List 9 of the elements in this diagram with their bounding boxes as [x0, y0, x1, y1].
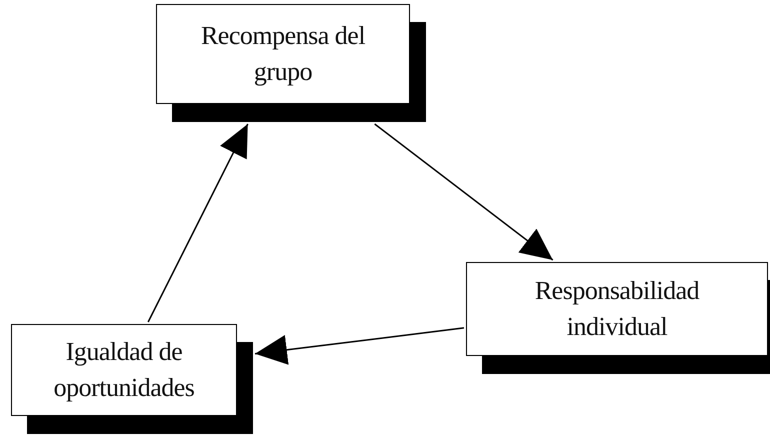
arrow — [254, 327, 464, 365]
concept-box — [11, 324, 237, 416]
box-label: Recompensa del grupo — [200, 20, 366, 88]
concept-box — [466, 262, 768, 356]
box-label: Responsabilidad individual — [534, 275, 700, 343]
arrow — [374, 123, 554, 261]
concept-box — [156, 4, 410, 104]
arrow — [147, 124, 248, 322]
box-label: Igualdad de oportunidades — [52, 336, 196, 404]
